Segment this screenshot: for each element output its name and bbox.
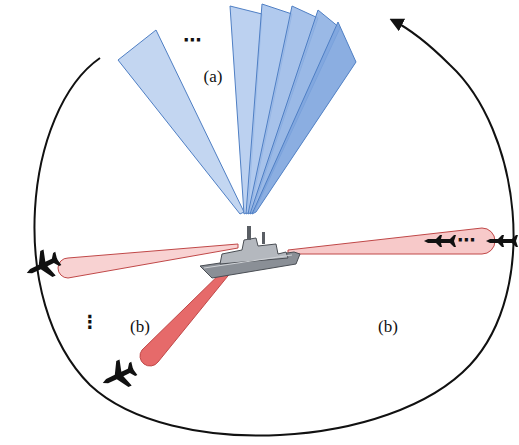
beam-label: (a) (204, 68, 223, 85)
ellipsis-mark: ⋮ (81, 313, 99, 331)
tracking-beams (58, 228, 495, 366)
ellipsis-mark: ⋯ (457, 231, 475, 249)
aircraft (21, 245, 141, 396)
beam-label: (b) (130, 318, 150, 335)
ellipsis-mark: ⋯ (183, 31, 201, 49)
beam-label: (b) (378, 318, 398, 335)
ship (200, 226, 300, 278)
search-beams (118, 4, 356, 214)
